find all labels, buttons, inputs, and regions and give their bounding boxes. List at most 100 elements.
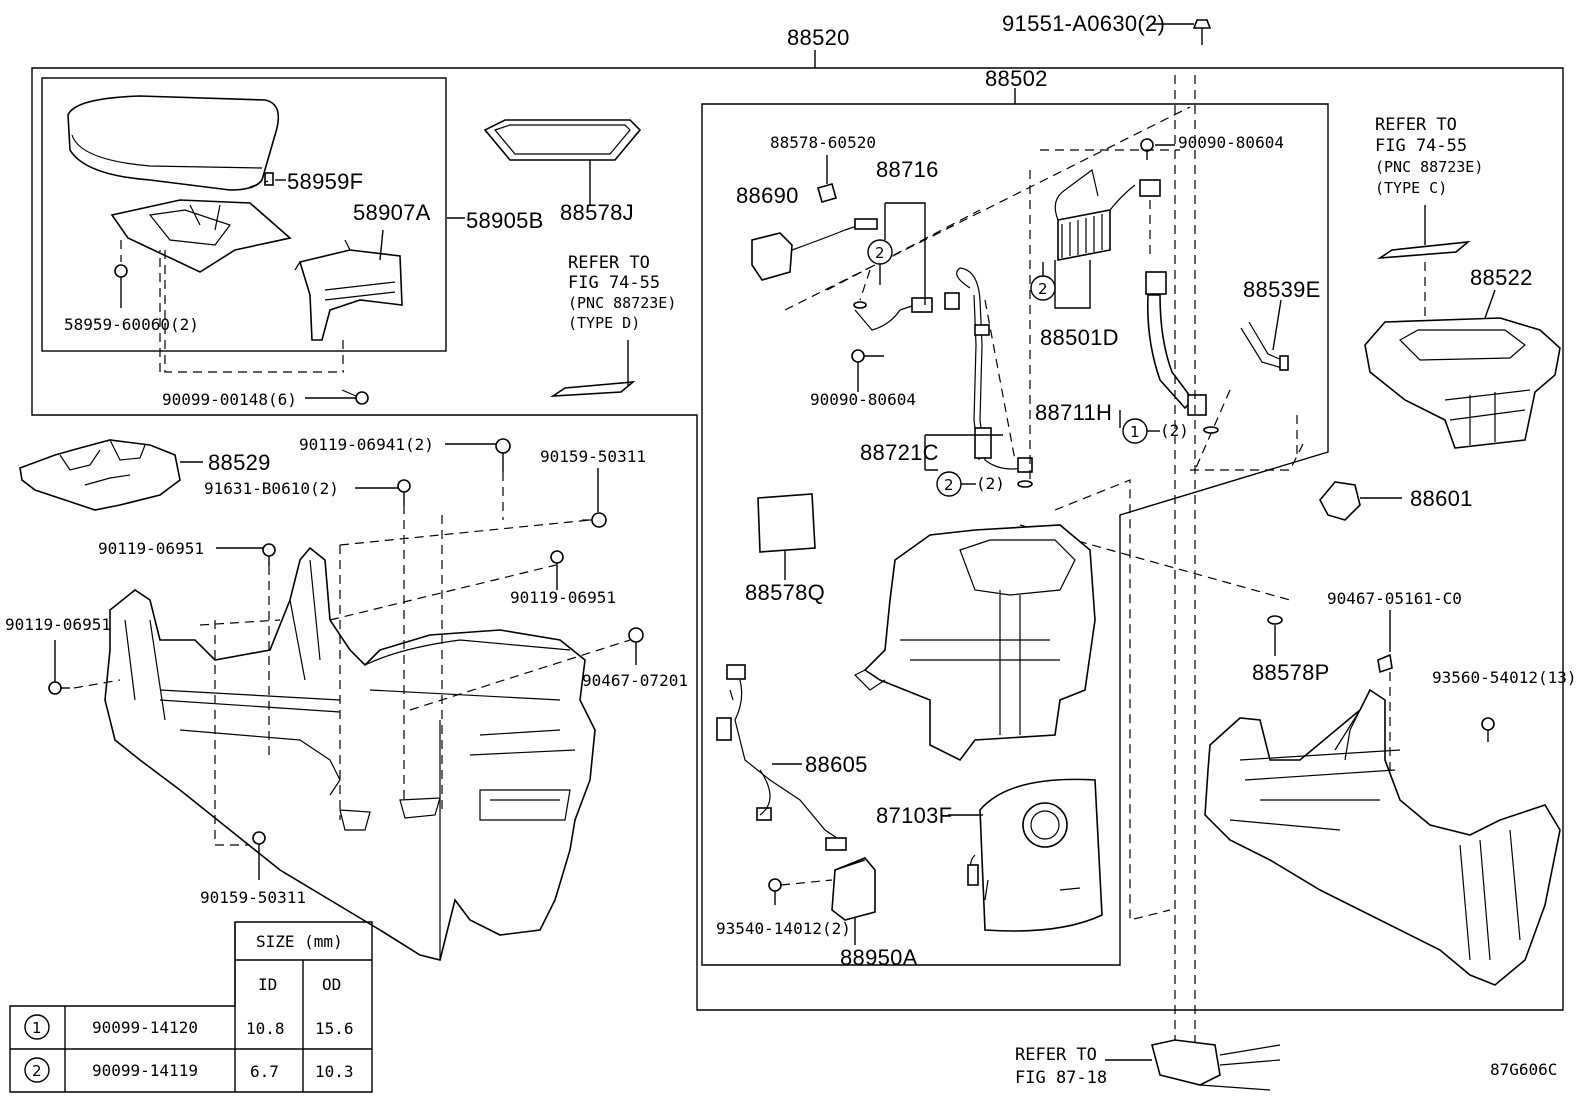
label-90099-00148: 90099-00148(6) [162,390,297,409]
console-box-88522 [1364,289,1561,449]
svg-text:(TYPE C): (TYPE C) [1375,179,1447,197]
clip-88578P [1267,615,1283,656]
label-58907A: 58907A [353,200,431,225]
screw-91631-B0610 [355,479,411,505]
clip-88601 [1319,481,1402,521]
pad-type-d [550,340,636,397]
pad-type-c [1376,205,1471,260]
screw-90119-06951-a [216,543,276,566]
label-90159-50311-bot: 90159-50311 [200,888,306,907]
callout-2-b: 2 [1030,275,1056,301]
label-90119-06951-b: 90119-06951 [510,588,616,607]
dash-left-console [73,472,631,846]
size-table-row: 1 90099-14120 10.8 15.6 [24,1014,354,1040]
label-88605: 88605 [805,752,868,777]
screw-93540-14012 [768,878,833,905]
label-88601: 88601 [1410,486,1473,511]
label-qty-88711H: (2) [1160,421,1189,440]
console-right [1204,688,1561,986]
label-91631: 91631-B0610(2) [204,479,339,498]
svg-text:(PNC 88723E): (PNC 88723E) [568,294,676,312]
tube-88539E [1240,299,1289,371]
svg-text:10.8: 10.8 [246,1019,285,1038]
label-58959F: 58959F [287,169,363,194]
dash-88502 [784,75,1306,1050]
label-90467-05161: 90467-05161-C0 [1327,589,1462,608]
label-qty-88721C: (2) [976,474,1005,493]
callout-1-a: 1 [1122,418,1148,444]
harness-88605 [716,664,847,851]
svg-text:2: 2 [1038,280,1048,298]
label-88539E: 88539E [1243,277,1321,302]
svg-text:REFER TO: REFER TO [1015,1045,1097,1065]
frame-lines [31,50,1564,1011]
screw-90090-80604-top [1140,138,1175,160]
label-88502: 88502 [985,66,1048,91]
tray-88529 [19,439,203,511]
label-88578P: 88578P [1252,660,1330,685]
screw-90119-06941 [445,438,511,472]
callout-2-a: 2 [867,239,893,265]
svg-text:2: 2 [944,476,954,494]
screw-90159-50311-bot [252,831,266,880]
label-88721C: 88721C [860,440,939,465]
size-table-row: 2 90099-14119 6.7 10.3 [24,1057,354,1083]
label-88520: 88520 [787,25,850,50]
hose-88721C [956,267,1033,473]
pad-88578Q [757,493,816,580]
size-table-col-od: OD [322,975,341,994]
label-88522: 88522 [1470,265,1533,290]
svg-text:90099-14119: 90099-14119 [92,1061,198,1080]
screw-90090-80604-mid [851,349,884,392]
svg-text:6.7: 6.7 [250,1062,279,1081]
label-88501D: 88501D [1040,325,1119,350]
svg-text:15.6: 15.6 [315,1019,354,1038]
blower-unit [853,524,1096,762]
label-88578J: 88578J [560,200,634,225]
label-88950A: 88950A [840,945,918,970]
label-88578Q: 88578Q [745,580,825,605]
svg-text:2: 2 [32,1062,42,1080]
armrest-base-plate [110,199,292,273]
label-90090-80604-top: 90090-80604 [1178,133,1284,152]
svg-text:2: 2 [875,244,885,262]
screw-90467-07201 [628,627,644,665]
screw-58959-60060 [114,264,128,292]
screw-90159-50311-top [582,468,607,528]
hose-88711H [1145,271,1207,416]
module-88950A [831,857,876,945]
label-90090-80604-mid: 90090-80604 [810,390,916,409]
bracket-ref-87-18 [1105,1039,1281,1091]
plug-88578-60520 [817,155,837,203]
screw-93560-54012 [1481,717,1495,742]
label-93560: 93560-54012(13) [1432,668,1577,687]
label-87103F: 87103F [876,803,952,828]
size-table-header: SIZE (mm) [256,932,343,951]
svg-text:(PNC 88723E): (PNC 88723E) [1375,158,1483,176]
screw-90119-06951-b [550,550,564,590]
console-left [104,546,596,961]
bolt-91551-A0630 [1152,19,1212,45]
svg-text:(TYPE D): (TYPE D) [568,314,640,332]
screw-90119-06951-c [48,640,70,695]
label-90119-06951-c: 90119-06951 [5,615,111,634]
svg-text:FIG 87-18: FIG 87-18 [1015,1068,1107,1088]
label-91551: 91551-A0630(2) [1002,11,1165,36]
label-88716: 88716 [876,157,939,182]
refer-note-type-d: REFER TO FIG 74-55 (PNC 88723E) (TYPE D) [568,253,676,332]
label-88578-60520: 88578-60520 [770,133,876,152]
label-58905B: 58905B [466,208,544,233]
label-90467-07201: 90467-07201 [582,671,688,690]
harness-88716 [853,202,960,331]
armrest-lid [67,95,280,191]
label-93540: 93540-14012(2) [716,919,851,938]
connector-88690 [751,218,878,281]
screw-90099-00148 [341,389,369,405]
svg-text:1: 1 [1130,423,1140,441]
label-88529: 88529 [208,450,271,475]
clip-58959F [264,172,274,186]
refer-note-fig87: REFER TO FIG 87-18 [1015,1045,1107,1088]
armrest-dash-lines [120,180,344,373]
svg-text:REFER TO: REFER TO [568,253,650,273]
